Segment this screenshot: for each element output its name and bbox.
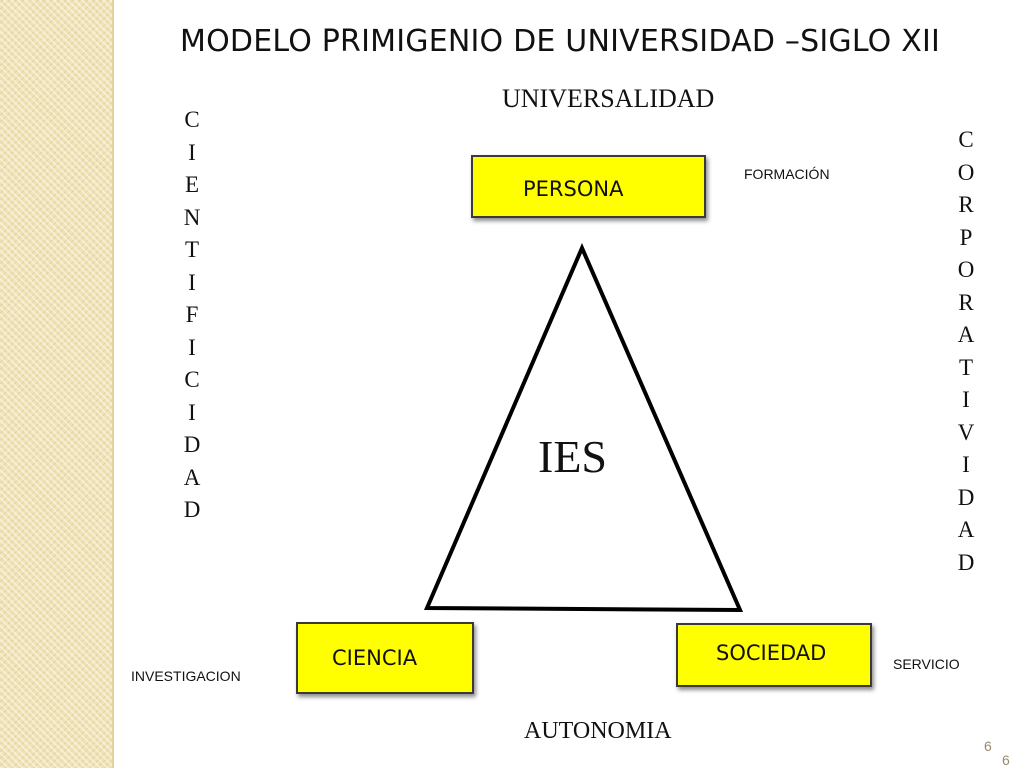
box-sociedad-label: SOCIEDAD: [716, 641, 827, 665]
label-servicio: SERVICIO: [893, 656, 960, 672]
letter: D: [957, 484, 975, 510]
letter: R: [958, 192, 974, 217]
box-ciencia-label: CIENCIA: [332, 646, 418, 670]
box-persona: PERSONA: [471, 155, 706, 218]
letter: E: [184, 172, 200, 197]
page-number-secondary: 6: [1002, 752, 1010, 768]
letter: F: [185, 302, 199, 327]
letter: T: [184, 237, 200, 262]
letter: D: [957, 549, 975, 575]
letter: V: [957, 419, 975, 445]
label-formacion: FORMACIÓN: [744, 166, 830, 182]
label-investigacion: INVESTIGACION: [131, 668, 241, 684]
page-number: 6: [984, 738, 992, 754]
letter: D: [183, 432, 201, 457]
letter: O: [957, 257, 975, 282]
box-ciencia: CIENCIA: [296, 622, 474, 694]
vertical-label-corporatividad: C O R P O R A T I V I D A D: [952, 124, 980, 579]
letter: A: [957, 322, 975, 347]
box-persona-label: PERSONA: [523, 177, 624, 201]
letter: N: [183, 204, 201, 230]
letter: R: [958, 289, 974, 315]
letter: A: [183, 464, 201, 490]
decorative-sidebar: [0, 0, 112, 768]
letter: A: [957, 517, 975, 542]
label-autonomia: AUTONOMIA: [524, 718, 672, 744]
letter: I: [962, 452, 970, 477]
vertical-label-cientificidad: C I E N T I F I C I D A D: [178, 104, 206, 527]
letter: O: [957, 159, 975, 185]
label-ies: IES: [538, 431, 607, 482]
letter: C: [958, 127, 974, 152]
letter: T: [958, 354, 974, 380]
letter: I: [188, 334, 196, 360]
label-universalidad: UNIVERSALIDAD: [502, 84, 715, 113]
letter: I: [962, 387, 970, 412]
sidebar-edge: [112, 0, 114, 768]
letter: I: [188, 399, 196, 425]
letter: I: [188, 139, 196, 165]
letter: I: [188, 269, 196, 295]
letter: D: [183, 497, 201, 522]
letter: C: [184, 367, 200, 392]
slide-title: MODELO PRIMIGENIO DE UNIVERSIDAD –SIGLO …: [180, 24, 941, 59]
box-sociedad: SOCIEDAD: [676, 623, 872, 687]
ies-triangle: [423, 242, 744, 613]
letter: P: [959, 224, 973, 250]
letter: C: [184, 107, 200, 132]
